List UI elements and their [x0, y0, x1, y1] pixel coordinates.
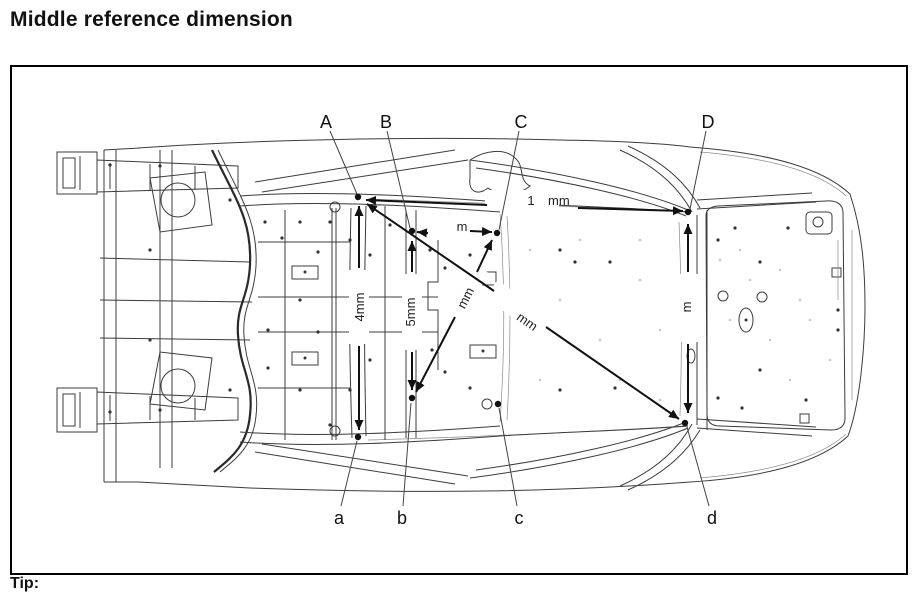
ref-point-b [408, 394, 416, 402]
ref-point-C [493, 229, 501, 237]
leader-lines [329, 130, 710, 507]
ref-point-d [681, 419, 689, 427]
dim-value-B-b: 5mm [403, 298, 418, 327]
point-label-d: d [707, 508, 717, 528]
ref-point-D [684, 208, 692, 216]
point-label-C: C [515, 112, 528, 132]
dim-value-B-C: m [457, 219, 468, 234]
speckle-texture [528, 238, 832, 402]
bolt-dots [108, 163, 840, 427]
dim-value-D-d: m [679, 302, 694, 313]
erased-value-patches [349, 190, 698, 350]
dimension-A-d-diagonal [366, 203, 680, 420]
ref-point-c [494, 400, 502, 408]
point-label-c: c [515, 508, 524, 528]
point-label-B: B [380, 112, 392, 132]
dimension-b-C-diagonal [415, 239, 493, 393]
reference-points [354, 193, 692, 441]
point-label-a: a [334, 508, 345, 528]
dim-value-A-D-prefix: 1 [527, 193, 534, 208]
tip-label: Tip: [10, 575, 40, 592]
dimension-A-D [365, 195, 684, 216]
trunk-floor [705, 200, 853, 431]
point-label-D: D [702, 112, 715, 132]
ref-point-A [354, 193, 362, 201]
ref-point-a [354, 433, 362, 441]
dimension-B-C [416, 227, 493, 238]
front-tow-brackets [56, 151, 98, 433]
dim-value-A-D-unit: mm [548, 193, 570, 208]
point-label-b: b [397, 508, 407, 528]
dim-value-A-a: 4mm [352, 293, 367, 322]
point-label-A: A [320, 112, 332, 132]
page-title: Middle reference dimension [10, 8, 293, 31]
ref-point-B [408, 227, 416, 235]
front-frame-rails [96, 159, 239, 425]
